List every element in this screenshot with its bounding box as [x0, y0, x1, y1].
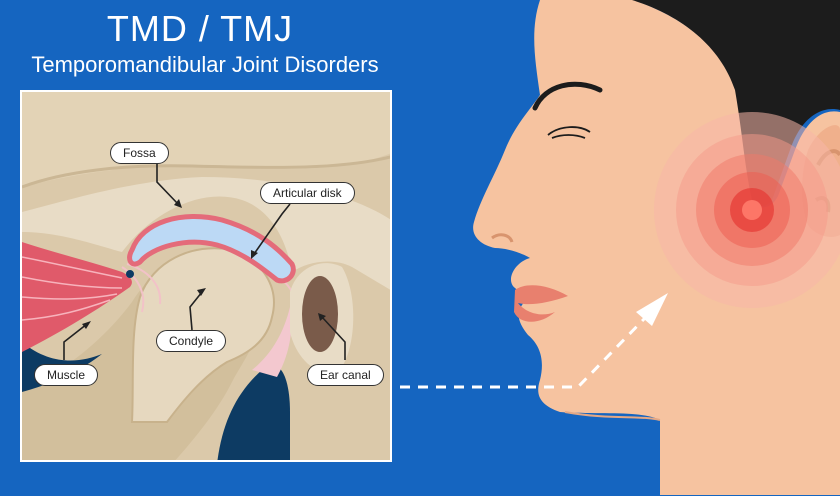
joint-cavity — [217, 365, 290, 460]
condyle-label: Condyle — [156, 330, 227, 352]
articular-disk — [127, 214, 296, 284]
eyebrow — [532, 81, 603, 111]
nostril — [491, 233, 514, 243]
page-title: TMD / TMJ — [106, 8, 294, 49]
bottom-border — [0, 496, 840, 500]
dashed-arrow — [400, 316, 647, 389]
pain-indicator — [654, 112, 840, 308]
joint-detail-panel: Fossa Articular disk Condyle Muscle Ear … — [20, 90, 392, 462]
articular-disk-label: Articular disk — [260, 182, 355, 204]
page-subtitle: Temporomandibular Joint Disorders — [31, 52, 379, 77]
face-profile — [473, 0, 840, 495]
fossa-label: Fossa — [110, 142, 169, 164]
eye — [547, 126, 591, 139]
muscle-label: Muscle — [34, 364, 99, 386]
temporal-bone — [22, 177, 390, 290]
arrow-head — [636, 293, 668, 326]
lips — [514, 285, 568, 322]
muscle-tissue — [22, 242, 132, 352]
ear-canal-label: Ear canal — [307, 364, 384, 386]
joint-anatomy-diagram — [22, 92, 390, 460]
